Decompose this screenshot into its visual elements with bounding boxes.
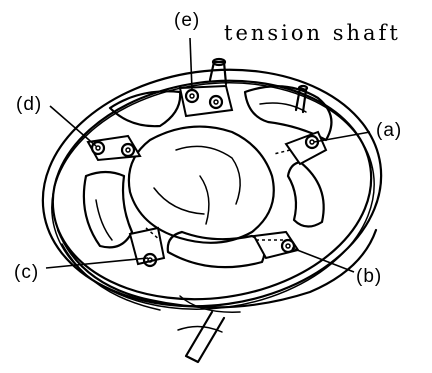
leader-lines <box>45 37 371 273</box>
side-pin <box>294 84 309 114</box>
center-cam-body <box>127 125 275 244</box>
label-e: (e) <box>174 10 200 31</box>
label-b: (b) <box>356 266 382 287</box>
retaining-plate-c <box>128 226 166 268</box>
tension-shaft-label: tension shaft <box>224 21 401 45</box>
retaining-plate-e <box>178 84 234 118</box>
tension-shaft-post <box>208 57 228 86</box>
retaining-plate-a <box>273 130 328 166</box>
label-d: (d) <box>16 94 42 115</box>
label-c: (c) <box>14 262 39 283</box>
retaining-plate-b <box>252 230 300 260</box>
retaining-plate-d <box>86 134 142 162</box>
output-shaft <box>177 295 241 364</box>
outer-housing-ring <box>41 68 383 311</box>
label-a: (a) <box>376 120 402 141</box>
